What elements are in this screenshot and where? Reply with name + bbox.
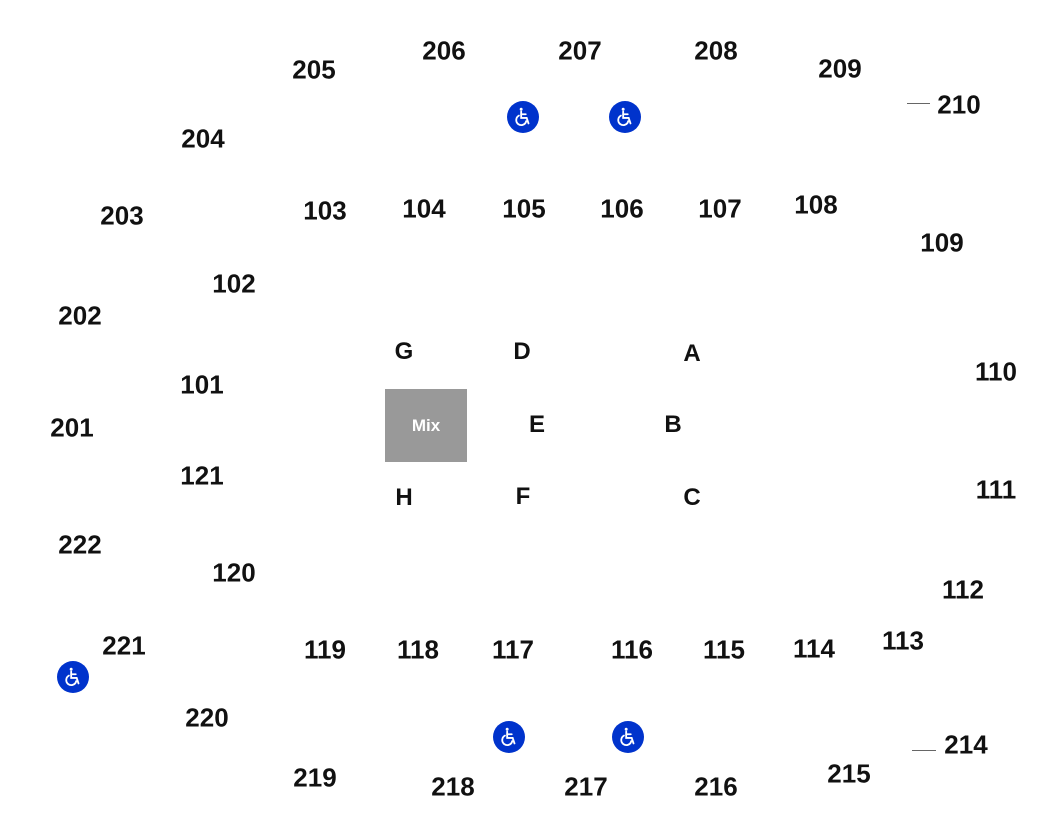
floor-section-a[interactable]: A <box>683 340 701 367</box>
section-208[interactable]: 208 <box>694 35 738 66</box>
section-118[interactable]: 118 <box>397 634 439 665</box>
section-204[interactable]: 204 <box>181 123 225 154</box>
section-209[interactable]: 209 <box>818 53 862 84</box>
section-101[interactable]: 101 <box>180 369 224 400</box>
section-215[interactable]: 215 <box>827 758 871 789</box>
section-203[interactable]: 203 <box>100 200 144 231</box>
section-117[interactable]: 117 <box>492 634 534 665</box>
section-105[interactable]: 105 <box>502 193 546 224</box>
wheelchair-icon <box>493 721 525 753</box>
section-113[interactable]: 113 <box>882 625 924 656</box>
section-219[interactable]: 219 <box>293 762 337 793</box>
section-120[interactable]: 120 <box>212 557 256 588</box>
section-205[interactable]: 205 <box>292 54 336 85</box>
wheelchair-icon <box>57 661 89 693</box>
section-207[interactable]: 207 <box>558 35 602 66</box>
section-115[interactable]: 115 <box>703 634 745 665</box>
section-110[interactable]: 110 <box>975 356 1017 387</box>
mix-position: Mix <box>385 389 467 462</box>
section-103[interactable]: 103 <box>303 195 347 226</box>
section-201[interactable]: 201 <box>50 412 94 443</box>
section-214[interactable]: 214 <box>944 729 988 760</box>
floor-section-c[interactable]: C <box>683 484 701 511</box>
section-222[interactable]: 222 <box>58 529 102 560</box>
wheelchair-icon <box>612 721 644 753</box>
section-121[interactable]: 121 <box>180 460 224 491</box>
divider-line <box>907 103 930 104</box>
section-112[interactable]: 112 <box>942 574 984 605</box>
section-111[interactable]: 111 <box>975 474 1017 505</box>
floor-section-f[interactable]: F <box>515 483 531 510</box>
section-109[interactable]: 109 <box>920 227 964 258</box>
section-217[interactable]: 217 <box>564 771 608 802</box>
section-116[interactable]: 116 <box>611 634 653 665</box>
wheelchair-icon <box>507 101 539 133</box>
section-107[interactable]: 107 <box>698 193 742 224</box>
section-220[interactable]: 220 <box>185 702 229 733</box>
floor-section-d[interactable]: D <box>513 338 531 365</box>
section-106[interactable]: 106 <box>600 193 644 224</box>
wheelchair-icon <box>609 101 641 133</box>
section-210[interactable]: 210 <box>937 89 981 120</box>
divider-line <box>912 750 936 751</box>
section-104[interactable]: 104 <box>402 193 446 224</box>
section-206[interactable]: 206 <box>422 35 466 66</box>
section-218[interactable]: 218 <box>431 771 475 802</box>
section-202[interactable]: 202 <box>58 300 102 331</box>
floor-section-g[interactable]: G <box>394 338 414 365</box>
mix-label: Mix <box>411 415 441 435</box>
floor-section-e[interactable]: E <box>528 411 546 438</box>
floor-section-h[interactable]: H <box>395 484 413 511</box>
section-102[interactable]: 102 <box>212 268 256 299</box>
section-216[interactable]: 216 <box>694 771 738 802</box>
section-108[interactable]: 108 <box>794 189 838 220</box>
floor-section-b[interactable]: B <box>664 411 682 438</box>
section-221[interactable]: 221 <box>102 630 146 661</box>
section-119[interactable]: 119 <box>304 634 346 665</box>
section-114[interactable]: 114 <box>793 633 835 664</box>
